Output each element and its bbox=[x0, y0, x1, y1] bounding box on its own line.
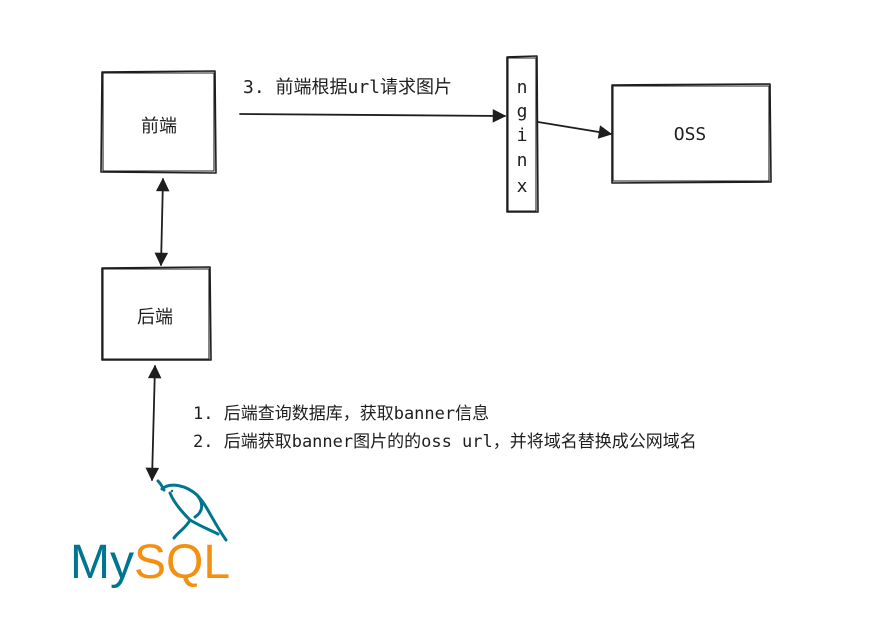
mysql-dolphin-icon bbox=[156, 479, 228, 542]
backend-box bbox=[101, 266, 212, 361]
frontend-label: 前端 bbox=[141, 116, 177, 137]
note-step-1: 1. 后端查询数据库，获取banner信息 bbox=[193, 404, 489, 424]
frontend-box bbox=[100, 70, 217, 174]
nginx-to-oss-arrow bbox=[537, 121, 611, 134]
nginx-box bbox=[506, 55, 539, 213]
nginx-box-sketch bbox=[507, 57, 537, 212]
backend-node: 后端 bbox=[101, 266, 212, 361]
nginx-letter: n bbox=[517, 150, 528, 171]
nginx-letter: n bbox=[517, 77, 528, 98]
nginx-letter: i bbox=[517, 125, 528, 146]
frontend-box-sketch bbox=[102, 72, 215, 172]
mysql-logo: MySQL bbox=[70, 479, 230, 589]
backend-mysql-double-arrow bbox=[152, 366, 155, 480]
oss-box bbox=[611, 83, 772, 184]
mysql-wordmark-my: My bbox=[70, 536, 134, 589]
backend-label: 后端 bbox=[137, 307, 173, 328]
mysql-wordmark-sql: SQL bbox=[134, 536, 230, 589]
frontend-to-nginx-arrow bbox=[239, 114, 505, 116]
frontend-to-nginx-label: 3. 前端根据url请求图片 bbox=[243, 77, 452, 98]
oss-label: OSS bbox=[674, 124, 707, 145]
nginx-letter: x bbox=[517, 176, 528, 197]
oss-node: OSS bbox=[611, 83, 772, 184]
note-step-2: 2. 后端获取banner图片的的oss url，并将域名替换成公网域名 bbox=[193, 432, 697, 452]
frontend-node: 前端 bbox=[100, 70, 217, 174]
nginx-letter: g bbox=[517, 101, 528, 122]
mysql-wordmark: MySQL bbox=[70, 536, 230, 589]
nginx-node: n g i n x bbox=[506, 55, 539, 213]
frontend-backend-double-arrow bbox=[161, 179, 163, 265]
backend-box-sketch bbox=[102, 268, 210, 360]
oss-box-sketch bbox=[612, 85, 770, 182]
